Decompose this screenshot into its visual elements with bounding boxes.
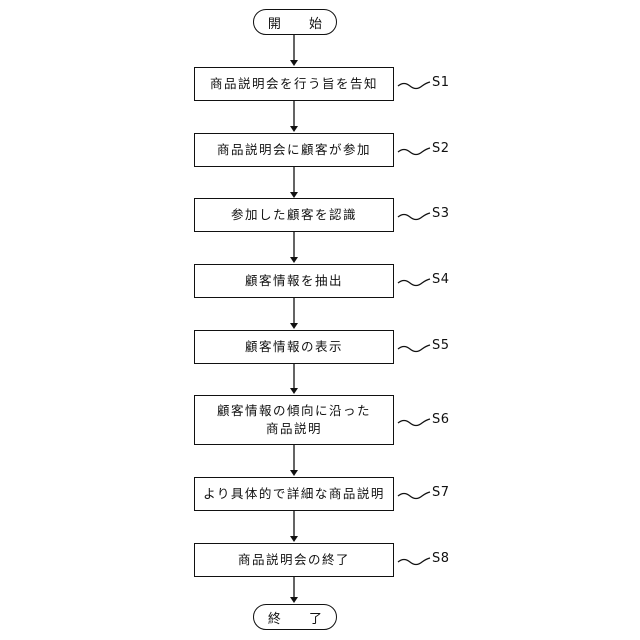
step-text-s2: 商品説明会に顧客が参加 bbox=[217, 141, 371, 159]
end-terminal: 終 了 bbox=[253, 604, 337, 630]
leader-s7 bbox=[398, 492, 430, 499]
step-label-s8: S8 bbox=[432, 551, 450, 566]
step-label-s1: S1 bbox=[432, 75, 450, 90]
label-leaders bbox=[398, 82, 430, 565]
step-label-s5: S5 bbox=[432, 338, 450, 353]
step-box-s8: 商品説明会の終了 bbox=[194, 543, 394, 577]
start-terminal: 開 始 bbox=[253, 9, 337, 35]
leader-s1 bbox=[398, 82, 430, 89]
end-label: 終 了 bbox=[268, 608, 334, 627]
step-text-s5: 顧客情報の表示 bbox=[245, 338, 343, 356]
step-text-s3: 参加した顧客を認識 bbox=[231, 206, 357, 224]
step-box-s5: 顧客情報の表示 bbox=[194, 330, 394, 364]
leader-s2 bbox=[398, 148, 430, 155]
flow-arrows bbox=[290, 35, 298, 603]
step-text-s1: 商品説明会を行う旨を告知 bbox=[210, 75, 378, 93]
step-box-s7: より具体的で詳細な商品説明 bbox=[194, 477, 394, 511]
step-label-s7: S7 bbox=[432, 485, 450, 500]
step-label-s3: S3 bbox=[432, 206, 450, 221]
step-text-s7: より具体的で詳細な商品説明 bbox=[203, 485, 385, 503]
step-label-s6: S6 bbox=[432, 412, 450, 427]
leader-s6 bbox=[398, 419, 430, 426]
leader-s4 bbox=[398, 279, 430, 286]
start-label: 開 始 bbox=[268, 13, 334, 32]
leader-s5 bbox=[398, 345, 430, 352]
step-label-s4: S4 bbox=[432, 272, 450, 287]
step-box-s4: 顧客情報を抽出 bbox=[194, 264, 394, 298]
step-box-s3: 参加した顧客を認識 bbox=[194, 198, 394, 232]
step-box-s2: 商品説明会に顧客が参加 bbox=[194, 133, 394, 167]
step-text-s4: 顧客情報を抽出 bbox=[245, 272, 343, 290]
step-box-s6: 顧客情報の傾向に沿った 商品説明 bbox=[194, 395, 394, 445]
step-label-s2: S2 bbox=[432, 141, 450, 156]
step-box-s1: 商品説明会を行う旨を告知 bbox=[194, 67, 394, 101]
leader-s8 bbox=[398, 558, 430, 565]
step-text-s6: 顧客情報の傾向に沿った 商品説明 bbox=[217, 402, 371, 438]
leader-s3 bbox=[398, 213, 430, 220]
step-text-s8: 商品説明会の終了 bbox=[238, 551, 350, 569]
